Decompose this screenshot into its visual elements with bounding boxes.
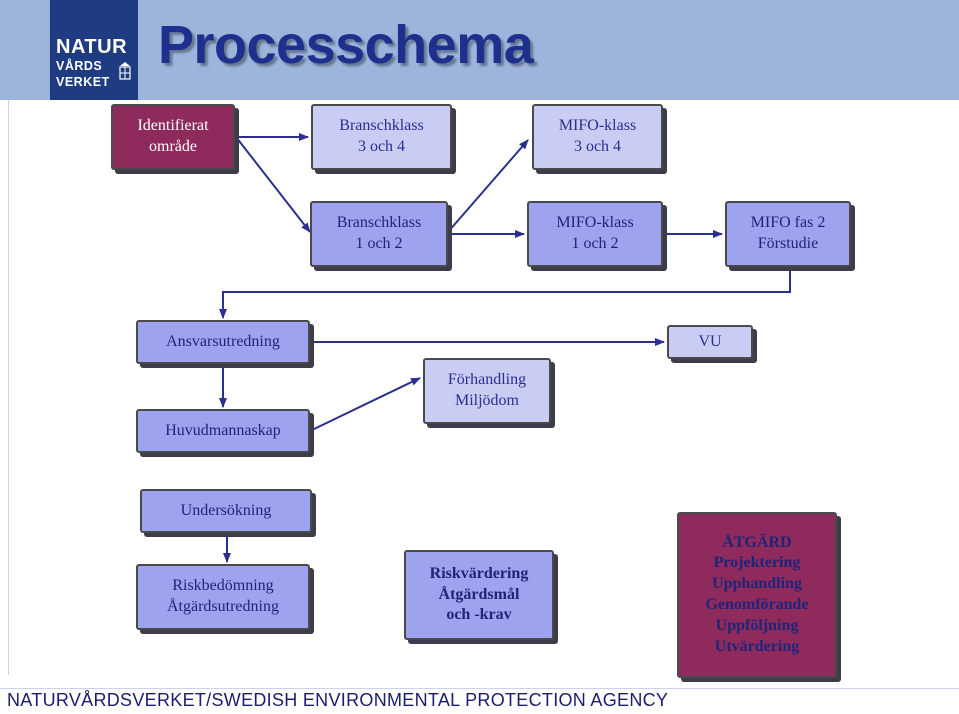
box-text: 3 och 4 — [357, 138, 406, 155]
box-branschklass-1-2: Branschklass 1 och 2 — [310, 201, 448, 267]
logo-line-2: VÅRDS — [56, 59, 103, 73]
box-text: Åtgärdsutredning — [167, 598, 279, 615]
box-text: 1 och 2 — [355, 235, 403, 252]
box-text: Upphandling — [712, 575, 802, 593]
box-branschklass-3-4: Branschklass 3 och 4 — [311, 104, 452, 170]
box-mifo-klass-3-4: MIFO-klass 3 och 4 — [532, 104, 663, 170]
logo-line-3: VERKET — [56, 75, 110, 89]
box-mifo-fas-2: MIFO fas 2 Förstudie — [725, 201, 851, 267]
box-text: Förhandling — [447, 371, 527, 389]
box-mifo-klass-1-2: MIFO-klass 1 och 2 — [527, 201, 663, 267]
footer-bar: NATURVÅRDSVERKET/SWEDISH ENVIRONMENTAL P… — [0, 688, 959, 714]
box-text: MIFO fas 2 — [750, 214, 826, 232]
box-huvudmannaskap: Huvudmannaskap — [136, 409, 310, 453]
box-text: ÅTGÄRD — [722, 533, 792, 551]
box-text: Åtgärdsmål — [438, 585, 520, 603]
box-text: Miljödom — [454, 392, 519, 409]
box-riskbedomning: Riskbedömning Åtgärdsutredning — [136, 564, 310, 630]
box-identifierat-omrade: Identifierat område — [111, 104, 235, 170]
box-undersokning: Undersökning — [140, 489, 312, 533]
box-text: Riskvärdering — [429, 564, 529, 582]
box-text: MIFO-klass — [556, 214, 634, 232]
box-text: och -krav — [446, 606, 512, 624]
box-text: område — [149, 138, 197, 155]
box-text: VU — [698, 332, 722, 350]
arrow-mifofas2-to-ansvar — [219, 268, 791, 319]
arrow-huvudman-to-forhandling — [311, 377, 421, 431]
box-riskvardering: Riskvärdering Åtgärdsmål och -krav — [404, 550, 554, 640]
logo-line-1: NATUR — [56, 36, 128, 58]
arrow-identifierat-to-bransch12 — [235, 136, 311, 233]
box-text: Förstudie — [757, 235, 819, 252]
box-text: Utvärdering — [714, 637, 800, 655]
box-text: MIFO-klass — [558, 117, 637, 135]
box-text: Genomförande — [705, 596, 809, 613]
header-bar — [0, 0, 959, 100]
footer-text: NATURVÅRDSVERKET/SWEDISH ENVIRONMENTAL P… — [7, 690, 669, 710]
box-text: 3 och 4 — [573, 138, 622, 155]
crest-icon — [119, 62, 131, 80]
box-ansvarsutredning: Ansvarsutredning — [136, 320, 310, 364]
box-text: 1 och 2 — [571, 235, 619, 252]
box-vu: VU — [667, 325, 753, 359]
box-text: Uppföljning — [715, 616, 799, 634]
arrow-bransch12-to-mifo34 — [447, 139, 529, 233]
left-divider — [8, 100, 9, 675]
box-text: Branschklass — [339, 117, 424, 135]
box-forhandling-miljodom: Förhandling Miljödom — [423, 358, 551, 424]
box-text: Riskbedömning — [172, 577, 274, 595]
box-atgard: ÅTGÄRD Projektering Upphandling Genomför… — [677, 512, 837, 678]
box-text: Projektering — [713, 554, 801, 572]
box-text: Ansvarsutredning — [166, 332, 280, 350]
box-text: Undersökning — [180, 501, 272, 519]
page-title: Processchema — [158, 15, 534, 75]
box-text: Identifierat — [137, 117, 209, 135]
box-text: Branschklass — [336, 214, 422, 232]
naturvardsverket-logo: NATUR VÅRDS VERKET — [50, 0, 138, 100]
box-text: Huvudmannaskap — [165, 421, 281, 439]
